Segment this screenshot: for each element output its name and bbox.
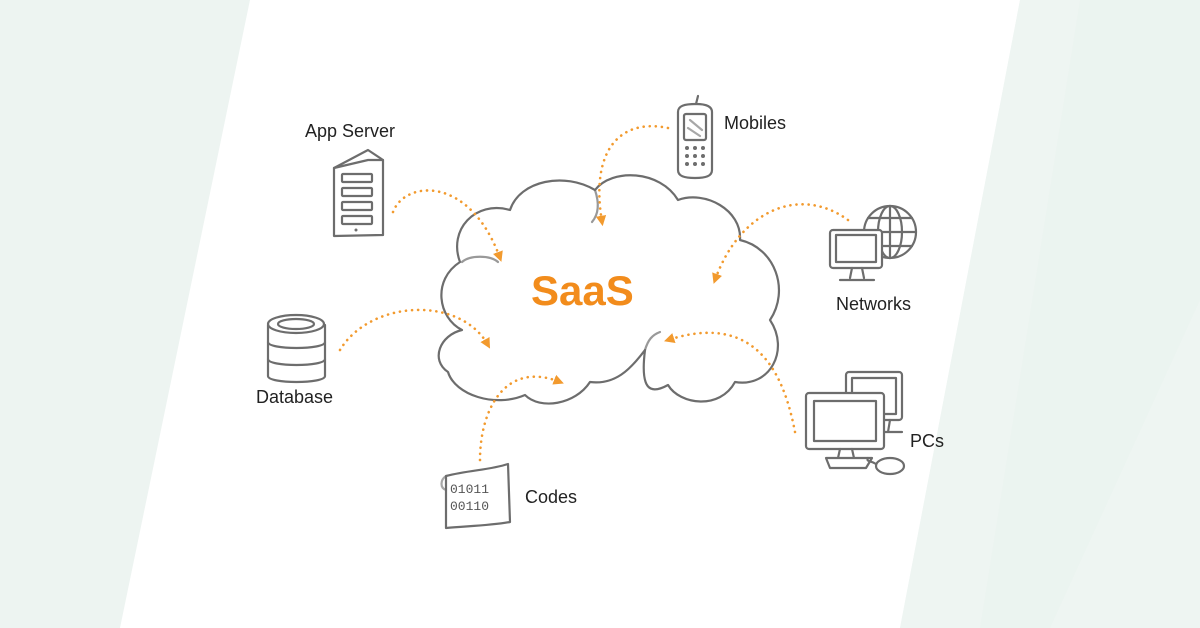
- database-icon: [266, 313, 327, 384]
- mobile-phone-icon: [676, 94, 714, 180]
- globe-monitor-icon: [828, 204, 918, 282]
- arrow-mobiles: [595, 125, 670, 227]
- arrow-codes: [478, 374, 564, 462]
- connector-arrows: [338, 125, 850, 462]
- arrow-app-server: [391, 189, 503, 262]
- mobiles-label: Mobiles: [724, 113, 787, 133]
- code-digits-line-2: 00110: [450, 499, 489, 514]
- app-server-label: App Server: [305, 121, 396, 141]
- binary-code-icon: 01011 00110: [440, 462, 512, 530]
- desktop-computer-icon: [804, 370, 906, 476]
- saas-title: SaaS: [531, 267, 634, 314]
- arrow-networks: [712, 203, 850, 284]
- database-label: Database: [256, 387, 334, 407]
- pcs-label: PCs: [910, 431, 945, 451]
- arrow-pcs: [664, 331, 797, 434]
- networks-label: Networks: [836, 294, 912, 314]
- code-digits-line-1: 01011: [450, 482, 489, 497]
- arrow-database: [338, 308, 491, 352]
- codes-label: Codes: [525, 487, 578, 507]
- server-icon: [332, 148, 385, 238]
